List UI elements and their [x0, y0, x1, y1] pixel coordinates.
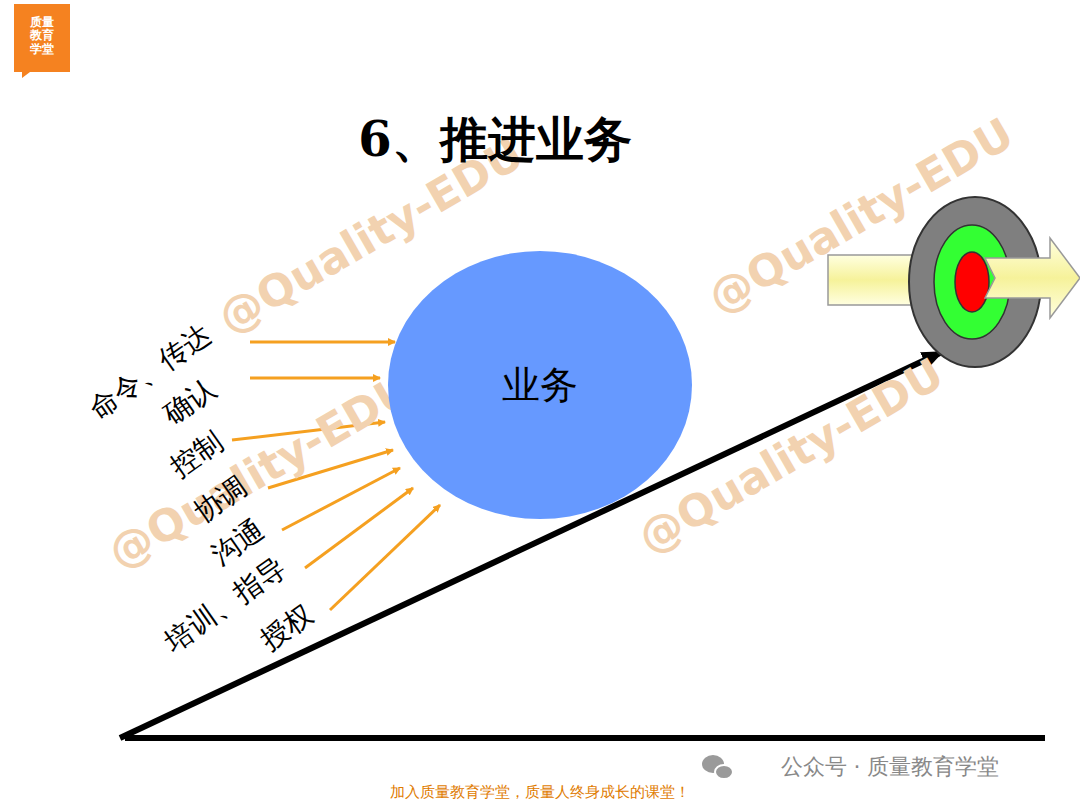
footer-slogan: 加入质量教育学堂，质量人终身成长的课堂！ [390, 783, 690, 802]
incoming-arrow [828, 255, 915, 305]
target-center [955, 252, 989, 312]
node-text: 业务 [502, 360, 578, 411]
account-name: 公众号 · 质量教育学堂 [781, 752, 1000, 782]
logo-box [14, 4, 70, 78]
outgoing-arrow [985, 238, 1080, 318]
logo-text: 质量教育学堂 [30, 16, 54, 57]
slide-title: 6、推进业务 [358, 108, 631, 172]
wechat-icon [702, 755, 733, 779]
business-circle: 业务 [387, 250, 693, 520]
baseline [125, 735, 1045, 741]
